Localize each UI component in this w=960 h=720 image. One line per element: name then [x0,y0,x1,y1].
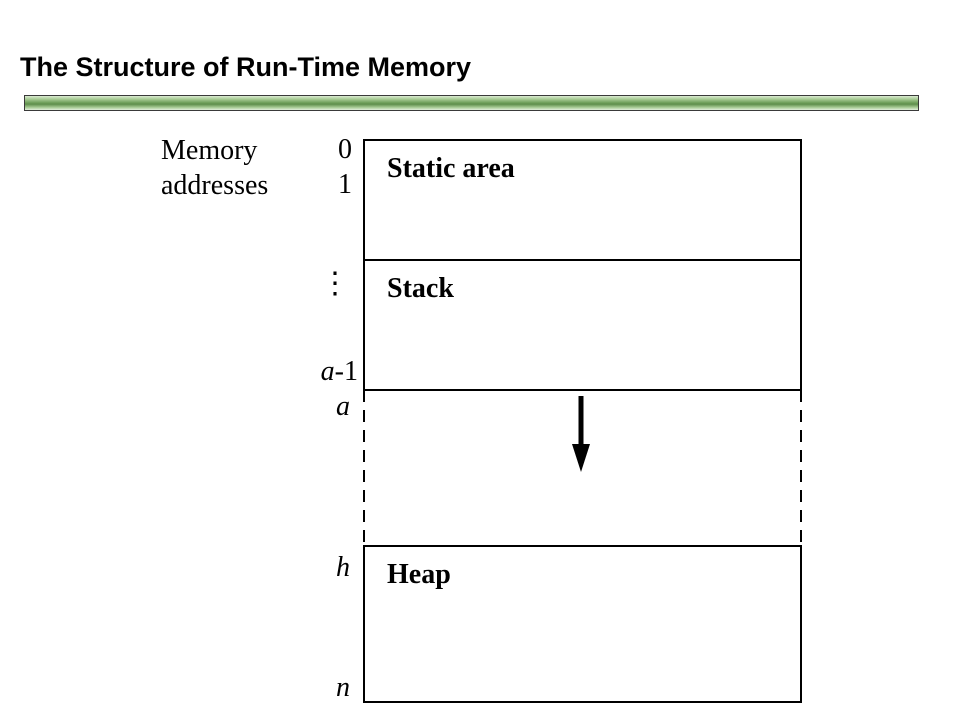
address-1: 1 [338,169,352,200]
address-a: a [336,391,350,422]
stack-box [363,259,802,391]
stack-label: Stack [387,273,454,304]
static-area-label: Static area [387,153,515,184]
address-ellipsis: ⋮ [320,267,350,300]
memory-axis-label-line2: addresses [161,170,269,201]
heap-label: Heap [387,559,451,590]
address-a-minus-1: a-1 [320,356,358,387]
heap-box [363,545,802,703]
stack-growth-arrow-icon [572,396,590,472]
address-n: n [336,672,350,703]
address-0: 0 [338,134,352,165]
address-h: h [336,552,350,583]
memory-axis-label-line1: Memory [161,135,258,166]
slide-title: The Structure of Run-Time Memory [20,52,472,82]
title-underline-bar [24,95,919,111]
